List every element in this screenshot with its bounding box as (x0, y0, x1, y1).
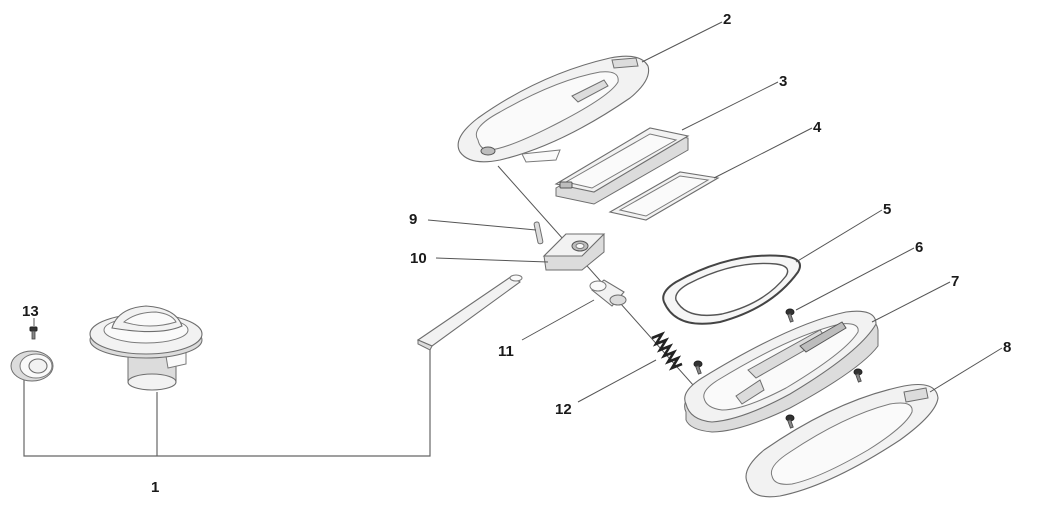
part-label-3: 3 (779, 73, 787, 90)
part-12-spring (651, 331, 683, 371)
part-6-screw-c (853, 368, 863, 383)
assembly-bracket-line (23, 342, 431, 457)
part-6-leader (795, 247, 915, 311)
part-label-7: 7 (951, 273, 959, 290)
part-label-10: 10 (410, 250, 427, 267)
part-1-base-cap (89, 305, 203, 391)
part-2-top-cover (457, 55, 650, 163)
part-9-pin (533, 221, 544, 245)
part-label-11: 11 (498, 343, 514, 360)
part-12-leader (577, 359, 657, 403)
part-7-leader (871, 281, 951, 323)
part-1-rod (416, 274, 523, 351)
part-6-screw-b (693, 360, 703, 375)
part-3-battery-pack (554, 127, 690, 205)
part-10-leader (435, 257, 549, 263)
part-label-6: 6 (915, 239, 923, 256)
part-11-leader (521, 299, 595, 341)
part-label-12: 12 (555, 401, 572, 418)
part-label-9: 9 (409, 211, 417, 228)
part-9-leader (427, 219, 537, 231)
part-label-4: 4 (813, 119, 822, 136)
part-label-1: 1 (151, 479, 159, 496)
part-label-2: 2 (723, 11, 731, 28)
part-5-leader (795, 209, 883, 263)
part-label-13: 13 (22, 303, 39, 320)
part-4-pad (608, 171, 720, 221)
part-8-leader (929, 347, 1003, 393)
part-4-leader (713, 127, 813, 179)
part-10-latch-block (542, 233, 606, 271)
part-1-knob (10, 350, 54, 382)
part-label-8: 8 (1003, 339, 1011, 356)
part-6-screw-d (785, 414, 795, 429)
part-2-leader (641, 21, 723, 63)
part-7-housing (684, 310, 879, 433)
part-label-5: 5 (883, 201, 891, 218)
part-13-small-screw (29, 326, 38, 340)
part-8-bottom-cover (745, 383, 939, 498)
part-5-seal-gasket (662, 254, 801, 325)
part-6-screw-a (785, 308, 795, 323)
part-11-bushing (589, 279, 627, 307)
part-3-leader (681, 81, 779, 131)
